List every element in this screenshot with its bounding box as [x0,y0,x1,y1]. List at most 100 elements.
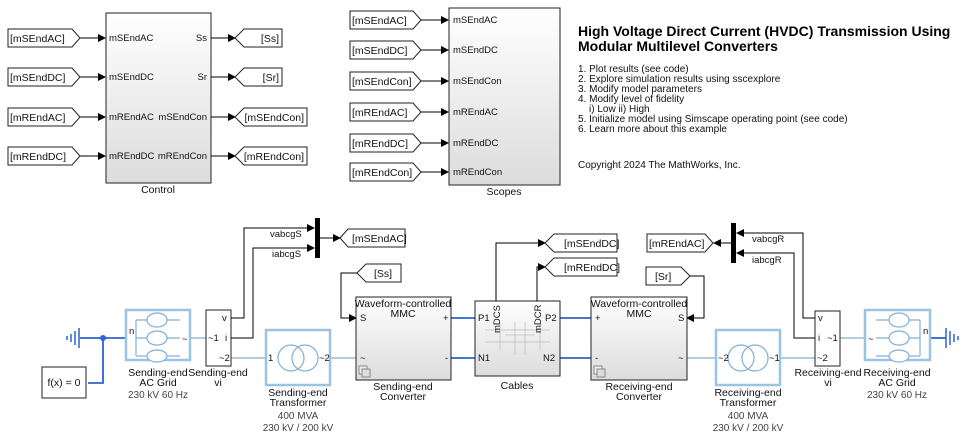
output-port-label: Sr [198,72,208,83]
cables-subsystem[interactable]: P1 N1 P2 N2 mDCS mDCR Cables [474,300,561,392]
control-subsystem[interactable]: Control [105,12,212,196]
port-i: i [225,333,227,344]
label: Transformer [720,397,777,409]
physical-connections [80,317,946,384]
port-s: S [360,313,366,324]
title: MMC [390,308,415,320]
subsystem-reference-icon [593,365,606,378]
from-tag-ss[interactable]: [Ss] [356,263,402,283]
solver-configuration[interactable]: f(x) = 0 [41,366,87,399]
link-learn-more[interactable]: 6. Learn more about this example [578,124,727,135]
port-1: ~1 [208,333,219,344]
receiving-end-transformer[interactable]: ~2 ~1 Receiving-end Transformer 400 MVA … [713,328,784,434]
port-minus: - [445,353,448,364]
from-tag-mrenddc[interactable]: [mREndDC] [349,133,422,153]
port-plus: + [443,313,449,324]
from-tag-sr[interactable]: [Sr] [645,266,691,286]
sending-end-converter[interactable]: Waveform-controlled MMC S + ~ - Sending-… [355,296,452,403]
link-operating-point[interactable]: 5. Initialize model using Simscape opera… [578,114,848,125]
sending-end-vi-sensor[interactable]: v i ~1 ~2 Sending-end vi [188,309,248,389]
tag-label: [mSEndDC] [10,72,66,84]
params: 230 kV 60 Hz [128,390,188,401]
label: Sending-end [128,367,188,379]
input-port-label: mREndCon [453,167,502,178]
label: Cables [501,380,534,392]
port-n2: N2 [543,353,555,364]
from-tag-msenddc[interactable]: [mSEndDC] [349,40,422,60]
goto-tag-mrendac[interactable]: [mREndAC] [646,233,714,253]
port-ac: ~ [868,334,874,345]
goto-tag-ss[interactable]: [Ss] [234,28,283,48]
title-line-2: Modular Multilevel Converters [578,38,778,54]
link-explore-results[interactable]: 2. Explore simulation results using ssce… [578,74,781,85]
voltage-source-icon [135,312,180,363]
bus-creator-sending[interactable] [315,218,320,258]
label: AC Grid [139,377,177,389]
goto-tag-mrendcon[interactable]: [mREndCon] [234,146,308,166]
link-plot-results[interactable]: 1. Plot results (see code) [578,64,689,75]
title-line-1: High Voltage Direct Current (HVDC) Trans… [578,23,950,39]
port-1: ~1 [769,353,780,364]
from-tag-mrendac[interactable]: [mREndAC] [349,102,422,122]
sending-end-transformer[interactable]: 1 ~2 Sending-end Transformer 400 MVA 230… [263,328,334,434]
port-2: ~2 [718,353,729,364]
from-tag-mrendac[interactable]: [mREndAC] [7,107,81,127]
output-port-label: mREndCon [158,151,207,162]
from-tag-msendac[interactable]: [mSEndAC] [349,10,422,30]
tag-label: [mREndDC] [352,138,408,150]
port-n1: N1 [478,353,490,364]
scopes-label: Scopes [486,186,521,198]
output-port-label: Ss [196,33,207,44]
signal-label: iabcgR [752,255,782,266]
title: Waveform-controlled [355,298,452,310]
port-n: n [129,326,134,337]
label: Converter [616,391,663,403]
bus-creator-receiving[interactable] [731,223,736,263]
solver-label: f(x) = 0 [48,377,81,389]
receiving-end-vi-sensor[interactable]: v i ~1 ~2 Receiving-end vi [794,310,862,389]
goto-tag-msendac[interactable]: [mSEndAC] [339,228,407,248]
from-tag-mrendcon[interactable]: [mREndCon] [349,162,422,182]
goto-tag-sr[interactable]: [Sr] [234,67,283,87]
ground-icon-left [66,328,80,348]
tag-label: [mREndAC] [649,238,705,250]
from-tag-msenddc[interactable]: [mSEndDC] [7,67,81,87]
port-p1: P1 [478,313,490,324]
input-port-label: mSEndDC [453,45,498,56]
goto-tag-msendcon[interactable]: [mSEndCon] [234,107,308,127]
tag-label: [mREndAC] [10,112,66,124]
tag-label: [mREndDC] [564,262,620,274]
receiving-end-converter[interactable]: Waveform-controlled MMC + S - ~ Receivin… [590,296,688,403]
control-label: Control [141,184,175,196]
from-tag-msendac[interactable]: [mSEndAC] [7,28,81,48]
tag-label: [mSEndDC] [352,45,408,57]
params: 400 MVA [278,411,319,422]
params: 230 kV 60 Hz [867,390,927,401]
link-modify-params[interactable]: 3. Modify model parameters [578,84,702,95]
input-port-label: mREndAC [453,107,498,118]
params: 230 kV / 200 kV [713,423,784,434]
label: Receiving-end [714,387,781,399]
sending-end-ac-grid[interactable]: n ~ Sending-end AC Grid 230 kV 60 Hz [124,308,192,401]
link-fidelity-options[interactable]: i) Low ii) High [589,104,650,115]
label: Receiving-end [794,367,861,379]
label: Transformer [270,397,327,409]
from-tag-mrenddc[interactable]: [mREndDC] [7,146,81,166]
port-2: ~2 [319,353,330,364]
title: MMC [626,308,651,320]
scopes-subsystem[interactable]: Scopes [448,7,561,198]
tag-label: [Sr] [263,72,279,84]
receiving-end-ac-grid[interactable]: n ~ Receiving-end AC Grid 230 kV 60 Hz [863,308,932,401]
port-s: S [678,313,684,324]
from-tag-msendcon[interactable]: [mSEndCon] [349,71,422,91]
goto-tag-mrenddc[interactable]: [mREndDC] [544,257,620,277]
tag-label: [Sr] [655,271,671,283]
tag-label: [mSEndAC] [352,15,407,27]
port-ac: ~ [678,353,684,364]
signal-label: iabcgS [272,249,301,260]
link-fidelity[interactable]: 4. Modify level of fidelity [578,94,684,105]
label: Receiving-end [863,367,930,379]
subsystem-reference-icon [358,365,371,378]
goto-tag-msenddc[interactable]: [mSEndDC] [544,233,620,253]
tag-label: [mREndAC] [352,107,408,119]
